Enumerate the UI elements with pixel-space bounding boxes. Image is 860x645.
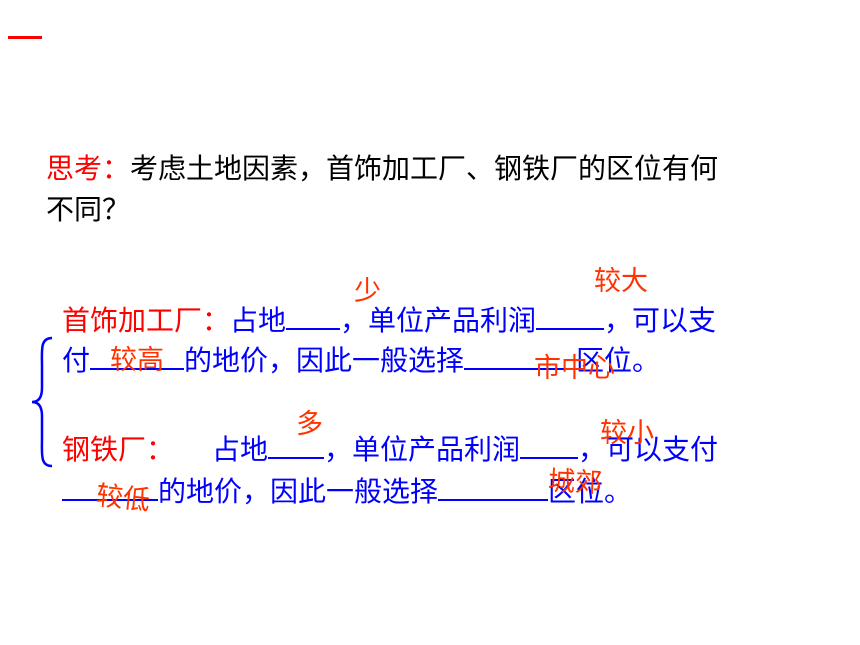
steel-line1: 钢铁厂： 占地 ，单位产品利润 ，可以支付 bbox=[62, 431, 718, 467]
jewelry-line1: 首饰加工厂：占地 ，单位产品利润 ，可以支 bbox=[62, 302, 716, 338]
steel-price-blank bbox=[62, 473, 158, 501]
steel-location-blank bbox=[438, 473, 549, 501]
jewelry-land-blank bbox=[286, 302, 341, 330]
steel-answer-profit: 较小 bbox=[600, 418, 654, 449]
think-label: 思考： bbox=[46, 152, 131, 185]
jewelry-price-blank bbox=[90, 342, 185, 370]
steel-line2: 的地价，因此一般选择 区位。 bbox=[62, 473, 632, 509]
jewelry-text-a: 占地 bbox=[230, 304, 287, 337]
think-question-line2: 不同？ bbox=[46, 193, 131, 226]
jewelry-text-f: 区位。 bbox=[576, 344, 661, 377]
steel-answer-land: 多 bbox=[296, 409, 323, 440]
think-question-line1: 思考：考虑土地因素，首饰加工厂、钢铁厂的区位有何 bbox=[46, 152, 718, 186]
corner-dash-mark bbox=[8, 36, 42, 39]
jewelry-answer-profit: 较大 bbox=[594, 266, 648, 297]
steel-text-a: 占地 bbox=[212, 433, 269, 466]
steel-text-c: ，可以支付 bbox=[578, 433, 719, 466]
jewelry-text-d: 付 bbox=[62, 344, 91, 377]
steel-land-blank bbox=[268, 431, 325, 459]
jewelry-text-e: 的地价，因此一般选择 bbox=[184, 344, 465, 377]
jewelry-profit-blank bbox=[536, 302, 605, 330]
steel-profit-blank bbox=[520, 431, 579, 459]
steel-label: 钢铁厂： bbox=[62, 433, 175, 466]
left-brace-icon bbox=[31, 336, 53, 468]
steel-text-d: 的地价，因此一般选择 bbox=[158, 475, 439, 508]
jewelry-line2: 付 的地价，因此一般选择 区位。 bbox=[62, 342, 660, 378]
steel-answer-location: 城郊 bbox=[547, 465, 603, 500]
jewelry-label: 首饰加工厂： bbox=[62, 304, 231, 337]
steel-answer-price: 较低 bbox=[94, 480, 152, 517]
jewelry-text-c: ，可以支 bbox=[604, 304, 717, 337]
jewelry-answer-land: 少 bbox=[354, 276, 381, 307]
jewelry-answer-price: 较高 bbox=[110, 345, 164, 376]
jewelry-location-blank bbox=[464, 342, 577, 370]
jewelry-answer-location: 市中心 bbox=[534, 353, 615, 384]
jewelry-text-b: ，单位产品利润 bbox=[340, 304, 537, 337]
think-question-text: 考虑土地因素，首饰加工厂、钢铁厂的区位有何 bbox=[130, 152, 719, 185]
steel-text-e: 区位。 bbox=[548, 475, 633, 508]
steel-text-b: ，单位产品利润 bbox=[324, 433, 521, 466]
